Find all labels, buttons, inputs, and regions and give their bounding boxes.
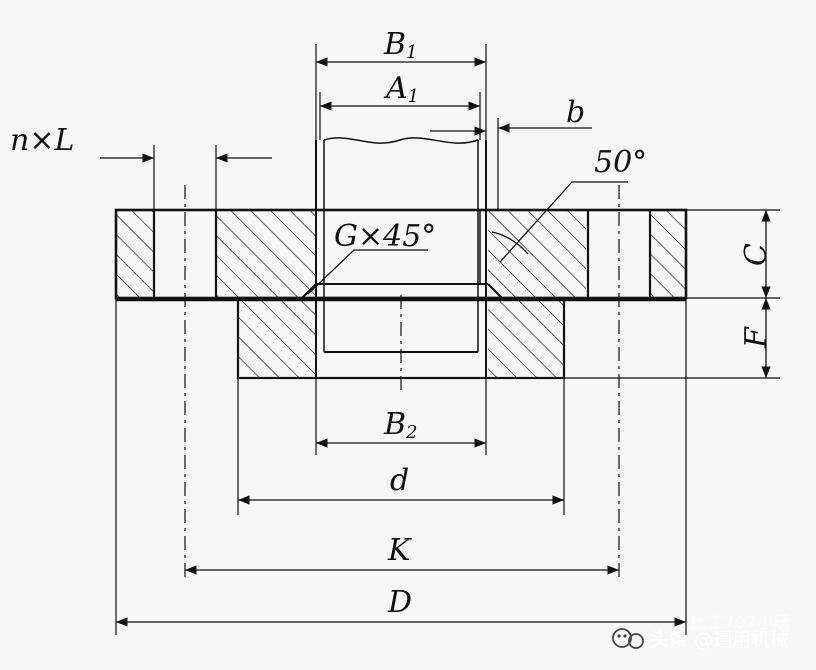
section-right-outer: [650, 210, 686, 298]
section-left-main: [216, 210, 316, 298]
label-B2: B2: [383, 407, 418, 443]
label-B1: B1: [383, 27, 418, 63]
angle-arc: [491, 231, 529, 255]
watermark-text: 头条 @通用机械: [650, 629, 789, 651]
section-right-main: [488, 210, 586, 298]
label-K: K: [387, 533, 412, 568]
watermark: 比工707小玩 头条 @通用机械: [612, 613, 790, 651]
label-F: F: [739, 326, 774, 349]
center-lines: [184, 185, 620, 580]
chamfer-right: [487, 283, 503, 299]
label-d: d: [390, 463, 409, 498]
pipe-break-line: [323, 137, 479, 144]
chamfer-left: [301, 283, 317, 299]
watermark-logo-icon: [612, 628, 644, 649]
label-G45: G×45°: [334, 219, 436, 254]
section-left-outer: [116, 210, 154, 298]
extension-lines: [115, 44, 780, 635]
leader-G45: [307, 249, 428, 295]
section-right-hub: [488, 300, 564, 378]
label-A1: A1: [383, 71, 419, 107]
label-nL: n×L: [10, 123, 74, 158]
hatched-sections: [116, 210, 686, 378]
dimension-labels: B1 A1 b n×L 50° G×45° C F B2 d K D: [10, 27, 774, 620]
dimension-lines: [100, 57, 771, 627]
section-left-hub: [238, 300, 316, 378]
watermark-faint-text: 比工707小玩: [690, 613, 790, 633]
label-b: b: [566, 95, 585, 130]
label-C: C: [739, 243, 774, 266]
label-angle: 50°: [594, 145, 647, 180]
leader-50deg: [499, 181, 628, 263]
label-D: D: [387, 585, 412, 620]
